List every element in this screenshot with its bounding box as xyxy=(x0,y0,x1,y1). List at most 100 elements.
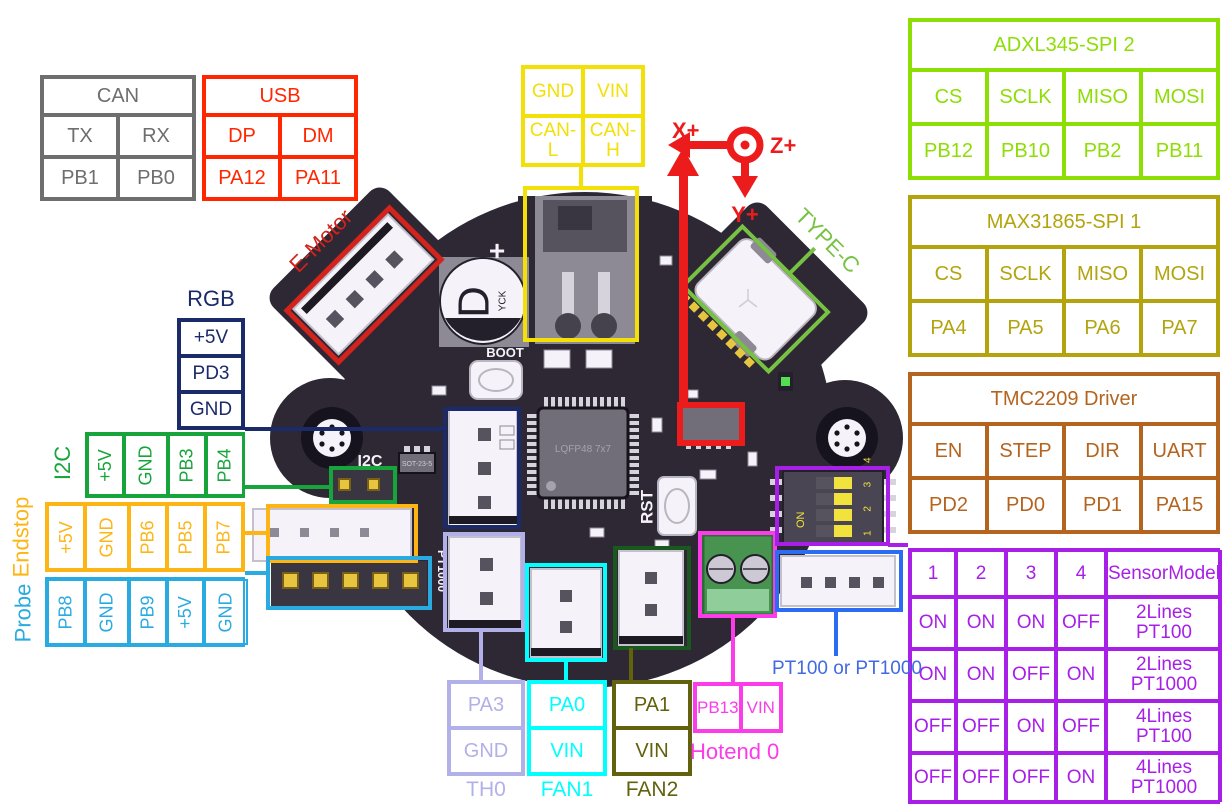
adxl-sclk-pin: PB10 xyxy=(987,124,1064,178)
can-power-table: GND VIN CAN-L CAN-H xyxy=(521,65,645,167)
probe-header xyxy=(271,561,427,607)
rgb-label: RGB xyxy=(187,286,235,311)
sensor-model-name: 4Lines PT100 xyxy=(1106,701,1222,753)
i2c-header xyxy=(333,469,395,502)
adxl-sclk: SCLK xyxy=(987,70,1064,124)
tmc-step: STEP xyxy=(987,424,1064,478)
i2c-pin: GND xyxy=(123,434,168,496)
probe-line xyxy=(245,571,268,575)
adxl345-chip-box xyxy=(677,402,745,446)
i2c-pin: PB4 xyxy=(205,434,244,496)
adxl-miso-pin: PB2 xyxy=(1064,124,1141,178)
dip-on-label: ON xyxy=(795,511,807,528)
endstop-pin: PB6 xyxy=(128,504,167,570)
endstop-pin: PB7 xyxy=(204,504,243,570)
hotend-label: Hotend 0 xyxy=(690,739,780,764)
sot-label: SOT-23-5 xyxy=(402,461,432,468)
th0-table: PA3 GND xyxy=(447,680,525,776)
pwr-vin: VIN xyxy=(583,67,643,116)
fan2-connector-box xyxy=(613,546,691,650)
passive-components xyxy=(431,255,758,550)
fan1-connector xyxy=(530,568,602,658)
th0-label: TH0 xyxy=(466,778,506,801)
usb-pin-dp: PA12 xyxy=(204,157,280,199)
type-c-connector xyxy=(679,237,817,368)
th0-connector xyxy=(448,536,522,630)
tmc-step-pin: PD0 xyxy=(987,478,1064,532)
i2c-silk: I2C xyxy=(358,453,383,470)
tmc2209-title: TMC2209 Driver xyxy=(910,374,1218,424)
accel-up-arrow-head xyxy=(667,148,699,176)
cap-code: YCK xyxy=(498,290,509,311)
can-table: CAN TX RX PB1 PB0 xyxy=(40,75,196,201)
endstop-pin: +5V xyxy=(47,504,85,570)
sensor-model-name: 4Lines PT1000 xyxy=(1106,753,1222,802)
sensor-cell: ON xyxy=(910,649,956,701)
rgb-pin-5v: +5V xyxy=(179,320,243,356)
fan1-table: PA0 VIN xyxy=(527,680,607,776)
adxl-mosi: MOSI xyxy=(1141,70,1218,124)
usb-pin-dm: PA11 xyxy=(280,157,356,199)
sensor-cell: OFF xyxy=(1056,597,1106,649)
max-miso-pin: PA6 xyxy=(1064,301,1141,355)
hotend-pin: PB13 xyxy=(695,684,741,731)
endstop-pin: PB5 xyxy=(166,504,205,570)
sensor-model-table: 1 2 3 4 SensorModel ON ON ON OFF 2Lines … xyxy=(908,548,1222,804)
capacitor: D YCK + xyxy=(439,235,529,347)
axis-y-label: Y+ xyxy=(731,202,759,227)
fan1-label: FAN1 xyxy=(540,778,594,801)
sensor-cell: OFF xyxy=(1006,649,1056,701)
hotend-connector-box xyxy=(698,531,777,618)
mcu-label: LQFP48 7x7 xyxy=(555,444,612,455)
pt100-connector-box xyxy=(775,550,903,612)
sensor-col-4: 4 xyxy=(1056,550,1106,597)
can-signal-rx: RX xyxy=(118,115,194,157)
sensor-cell: OFF xyxy=(910,753,956,802)
probe-pin: GND xyxy=(85,579,130,645)
probe-pin: PB8 xyxy=(47,579,86,645)
can-power-connector xyxy=(535,196,635,344)
can-power-box xyxy=(523,186,639,342)
pwr-canl: CAN-L xyxy=(523,116,583,165)
max-sclk-pin: PA5 xyxy=(987,301,1064,355)
e-motor-connector xyxy=(291,212,435,356)
adxl-miso: MISO xyxy=(1064,70,1141,124)
fan2-label: FAN2 xyxy=(625,778,679,801)
fan2-pin: VIN xyxy=(614,728,690,774)
pcb-board: D YCK + BOOT xyxy=(252,187,903,688)
fan1-connector-box xyxy=(525,563,607,662)
th0-line xyxy=(479,631,483,682)
usb-signal-dm: DM xyxy=(280,115,356,157)
plus-silk: + xyxy=(489,235,505,266)
adxl345-chip xyxy=(680,406,742,449)
accel-up-arrow-shaft xyxy=(679,174,688,408)
dip-line xyxy=(888,543,908,547)
sensor-col-model: SensorModel xyxy=(1106,550,1222,597)
tmc-en-pin: PD2 xyxy=(910,478,987,532)
hotend-table: PB13 VIN xyxy=(693,682,783,733)
max-mosi-pin: PA7 xyxy=(1141,301,1218,355)
sensor-col-3: 3 xyxy=(1006,550,1056,597)
probe-pin: PB9 xyxy=(129,579,168,645)
mounting-hole-right xyxy=(816,407,878,469)
sensor-cell: ON xyxy=(1056,649,1106,701)
rgb-line xyxy=(245,427,445,431)
tmc-uart: UART xyxy=(1141,424,1218,478)
fan2-connector xyxy=(618,550,684,646)
pt100-label: PT100 or PT1000 xyxy=(772,658,922,679)
sensor-cell: ON xyxy=(1056,753,1106,802)
can-power-line xyxy=(579,163,583,188)
fan2-line xyxy=(629,648,633,682)
endstop-pin: GND xyxy=(84,504,129,570)
probe-table: PB8 GND PB9 +5V GND xyxy=(45,577,248,647)
max31865-table: MAX31865-SPI 1 CS SCLK MISO MOSI PA4 PA5… xyxy=(908,195,1220,357)
endstop-label: Endstop xyxy=(8,496,34,578)
can-pin-rx: PB0 xyxy=(118,157,194,199)
axis-x-label: X+ xyxy=(672,118,700,143)
sensor-cell: ON xyxy=(1006,701,1056,753)
rgb-connector xyxy=(448,409,518,527)
sensor-cell: OFF xyxy=(956,701,1006,753)
max-mosi: MOSI xyxy=(1141,247,1218,301)
i2c-pin: +5V xyxy=(87,434,124,496)
